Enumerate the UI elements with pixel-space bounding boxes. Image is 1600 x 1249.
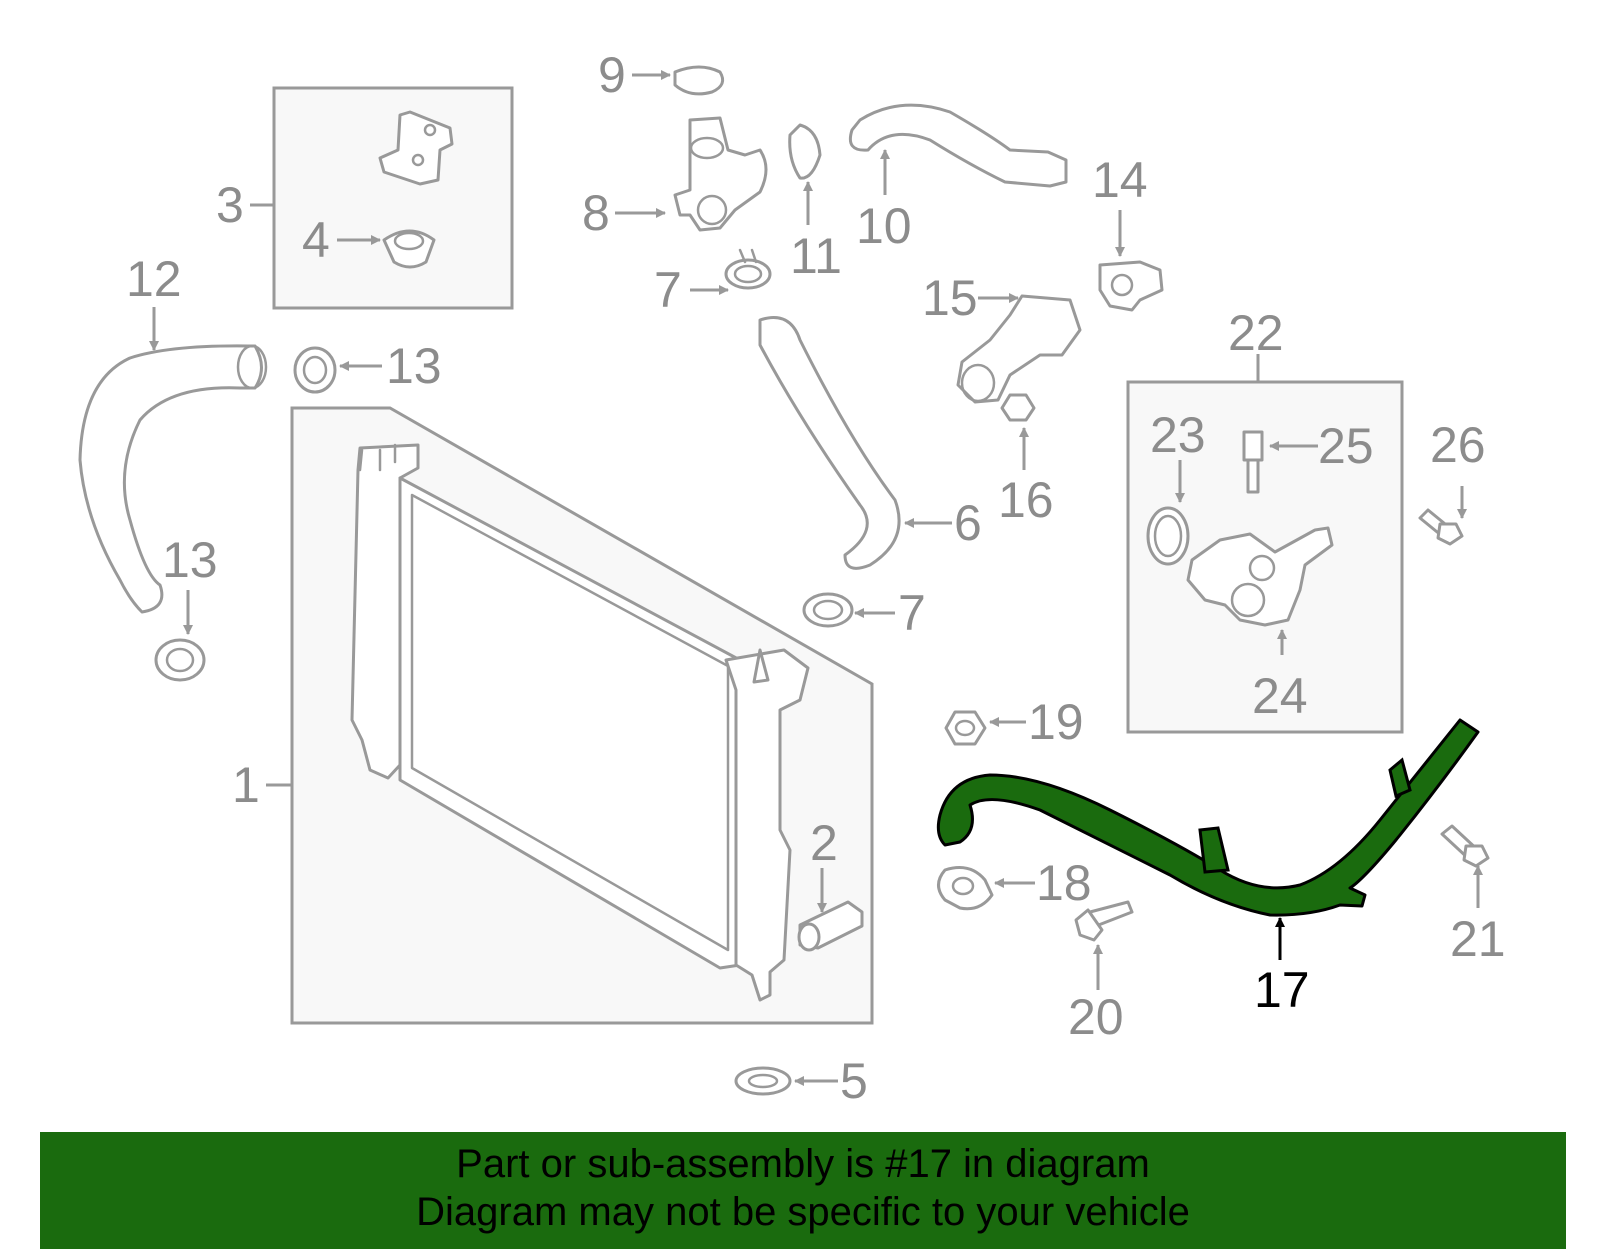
gasket-part-18	[937, 866, 994, 911]
radiator-part	[350, 443, 810, 1002]
bolt-part-21	[1440, 824, 1490, 868]
water-outlet-part	[956, 294, 1082, 404]
nut-part-16	[1000, 393, 1036, 422]
insulator-part	[382, 229, 436, 269]
bracket-kit-box	[272, 86, 514, 310]
thermostat-part	[1098, 260, 1164, 312]
callout-13-upper: 13	[386, 338, 442, 394]
callout-10: 10	[856, 198, 912, 254]
bolt-part-26	[1418, 508, 1464, 546]
callout-16: 16	[998, 472, 1054, 528]
callout-11: 11	[790, 228, 842, 284]
leader-lines	[149, 70, 1483, 1086]
callout-7-upper: 7	[654, 262, 682, 318]
callout-20: 20	[1068, 989, 1124, 1045]
filler-neck-part	[673, 116, 768, 232]
callout-24: 24	[1252, 668, 1308, 724]
callout-13-lower: 13	[162, 532, 218, 588]
lower-hose-part	[758, 316, 901, 570]
callout-8: 8	[582, 185, 610, 241]
o-ring-part	[1146, 506, 1190, 566]
coolant-pipe-part-17	[936, 718, 1480, 917]
callout-3: 3	[216, 177, 244, 233]
thermostat-housing-part	[1186, 526, 1334, 627]
callout-12: 12	[126, 251, 182, 307]
callout-17: 17	[1254, 962, 1310, 1018]
bolt-part-20	[1074, 900, 1134, 942]
callout-21: 21	[1450, 911, 1506, 967]
callout-25: 25	[1318, 418, 1374, 474]
hose-clamp-part-13b	[154, 638, 206, 682]
banner-line-part: Part or sub-assembly is #17 in diagram	[456, 1142, 1150, 1186]
callout-1: 1	[232, 757, 260, 813]
callout-22: 22	[1228, 305, 1284, 361]
info-banner: Part or sub-assembly is #17 in diagram D…	[40, 1132, 1566, 1249]
nut-part-19	[944, 710, 987, 746]
callout-2: 2	[810, 815, 838, 871]
callout-4: 4	[302, 212, 330, 268]
callout-15: 15	[922, 270, 978, 326]
callout-6: 6	[954, 495, 982, 551]
callout-5: 5	[840, 1053, 868, 1109]
bypass-hose-part	[78, 344, 268, 614]
grommet-part	[734, 1066, 792, 1096]
hose-clamp-part-upper	[724, 248, 772, 290]
callout-14: 14	[1092, 152, 1148, 208]
upper-hose-part	[848, 103, 1068, 188]
callout-18: 18	[1036, 855, 1092, 911]
hose-clamp-part-lower	[802, 592, 854, 628]
callout-23: 23	[1150, 407, 1206, 463]
bracket-part	[378, 110, 454, 186]
callout-7-lower: 7	[898, 585, 926, 641]
temp-sensor-part	[1242, 430, 1264, 494]
callout-26: 26	[1430, 417, 1486, 473]
callout-19: 19	[1028, 694, 1084, 750]
hose-clamp-part-11	[788, 123, 822, 180]
hose-clamp-part-13a	[293, 346, 337, 394]
drain-plug-part	[797, 900, 864, 952]
banner-line-disclaimer: Diagram may not be specific to your vehi…	[416, 1190, 1190, 1234]
radiator-cap-part	[673, 65, 725, 96]
callout-labels: 1 2 3 4 5 6 7 7 8 9 10 11 12 13 13 14 15…	[126, 47, 1506, 1109]
callout-9: 9	[598, 47, 626, 103]
